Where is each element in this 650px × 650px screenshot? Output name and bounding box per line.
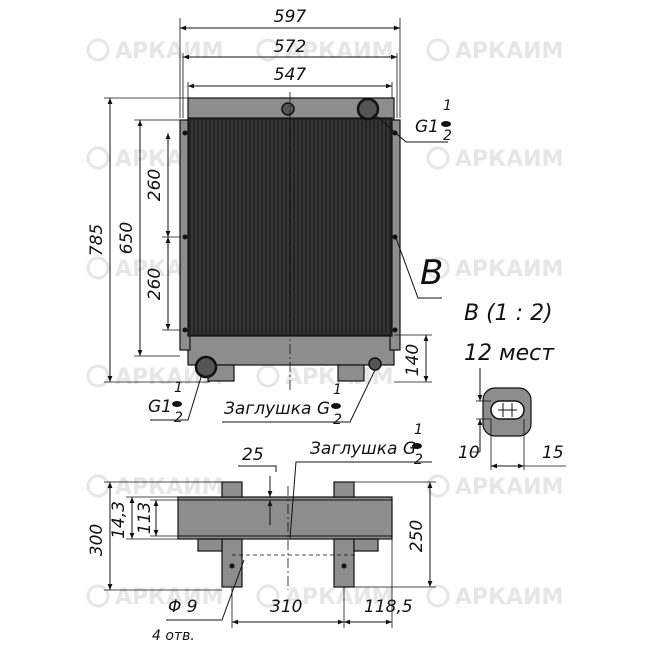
dim-300: 300	[87, 524, 107, 556]
foot-right	[337, 364, 365, 382]
dim-143: 14,3	[109, 501, 129, 539]
detail-view-b: B (1 : 2) 12 мест 10 15	[458, 301, 566, 470]
svg-text:АРКАИМ: АРКАИМ	[455, 147, 563, 172]
detail-count: 12 мест	[464, 341, 555, 366]
watermark-14: АРКАИМ	[86, 584, 223, 610]
dim-118-5: 118,5	[364, 597, 413, 617]
dim-650: 650	[117, 222, 137, 254]
svg-text:1: 1	[414, 422, 423, 438]
detail-dim-15: 15	[542, 443, 564, 463]
dim-25: 25	[242, 445, 264, 465]
side-dimensions: 25 Заглушка G 1 2 300 14,3 113 250 310 1…	[87, 422, 436, 644]
bracket-top-right	[333, 481, 355, 498]
svg-text:АРКАИМ: АРКАИМ	[455, 257, 563, 282]
svg-text:1: 1	[174, 380, 183, 396]
bolt-hole-left	[229, 563, 235, 569]
watermark-13: АРКАИМ	[86, 474, 223, 500]
side-view	[177, 481, 393, 590]
svg-text:2: 2	[174, 410, 183, 426]
plug-top-small	[281, 102, 295, 116]
watermark-9: АРКАИМ	[426, 256, 563, 282]
bolt-hole-right	[341, 563, 347, 569]
plug-bottom-label: Заглушка G	[224, 399, 330, 419]
svg-text:АРКАИМ: АРКАИМ	[455, 585, 563, 610]
detail-marker-b: B	[420, 253, 443, 293]
watermark-16: АРКАИМ	[426, 584, 563, 610]
front-view	[179, 92, 401, 390]
watermark-6: АРКАИМ	[426, 146, 563, 172]
svg-text:2: 2	[414, 452, 423, 468]
dim-547: 547	[274, 65, 307, 85]
svg-text:АРКАИМ: АРКАИМ	[455, 39, 563, 64]
front-right-annotations: 140 B G1 1 2 G1 1 2 Заглушка G 1 2	[148, 98, 452, 428]
svg-text:АРКАИМ: АРКАИМ	[455, 475, 563, 500]
svg-text:1: 1	[443, 98, 452, 114]
nozzle-right	[353, 538, 379, 552]
port-bottom	[194, 355, 218, 379]
front-left-dimensions: 785 650 260 260	[87, 97, 210, 383]
svg-text:2: 2	[443, 128, 452, 144]
stud	[182, 130, 188, 136]
stud	[392, 327, 398, 333]
dim-572: 572	[274, 37, 306, 57]
side-tank	[177, 496, 393, 540]
detail-title: B (1 : 2)	[464, 301, 553, 326]
svg-text:АРКАИМ: АРКАИМ	[115, 475, 223, 500]
svg-text:АРКАИМ: АРКАИМ	[115, 585, 223, 610]
stud	[182, 234, 188, 240]
watermark-15: АРКАИМ	[256, 584, 393, 610]
watermark-1: АРКАИМ	[86, 38, 223, 64]
core-fins	[191, 120, 389, 334]
bottom-tank	[187, 334, 395, 366]
svg-text:АРКАИМ: АРКАИМ	[115, 39, 223, 64]
hole-count: 4 отв.	[152, 628, 195, 644]
svg-text:АРКАИМ: АРКАИМ	[285, 39, 393, 64]
svg-text:2: 2	[333, 412, 342, 428]
bracket-bottom-right	[333, 538, 355, 588]
port-bottom-label: G1	[148, 397, 172, 417]
dim-260-upper: 260	[145, 169, 165, 201]
watermark-12: АРКАИМ	[426, 474, 563, 500]
front-top-dimensions: 597 572 547	[179, 7, 401, 118]
dim-113: 113	[135, 502, 155, 534]
dim-310: 310	[270, 597, 302, 617]
dim-140: 140	[403, 344, 423, 376]
plug-bottom-small	[368, 357, 382, 371]
watermark-3: АРКАИМ	[426, 38, 563, 64]
svg-text:1: 1	[333, 382, 342, 398]
bracket-top-left	[221, 481, 243, 498]
hole-diameter: Φ 9	[168, 597, 198, 617]
nozzle-left	[197, 538, 223, 552]
dim-260-lower: 260	[145, 268, 165, 300]
stud	[182, 327, 188, 333]
svg-text:АРКАИМ: АРКАИМ	[285, 585, 393, 610]
bracket-bottom-left	[221, 538, 243, 588]
dim-597: 597	[274, 7, 307, 27]
port-top	[356, 97, 380, 121]
port-top-label: G1	[415, 117, 439, 137]
dim-785: 785	[87, 224, 107, 256]
dim-250: 250	[407, 520, 427, 552]
detail-dim-10: 10	[458, 443, 480, 463]
side-plug-label: Заглушка G	[310, 439, 416, 459]
watermark-2: АРКАИМ	[256, 38, 393, 64]
